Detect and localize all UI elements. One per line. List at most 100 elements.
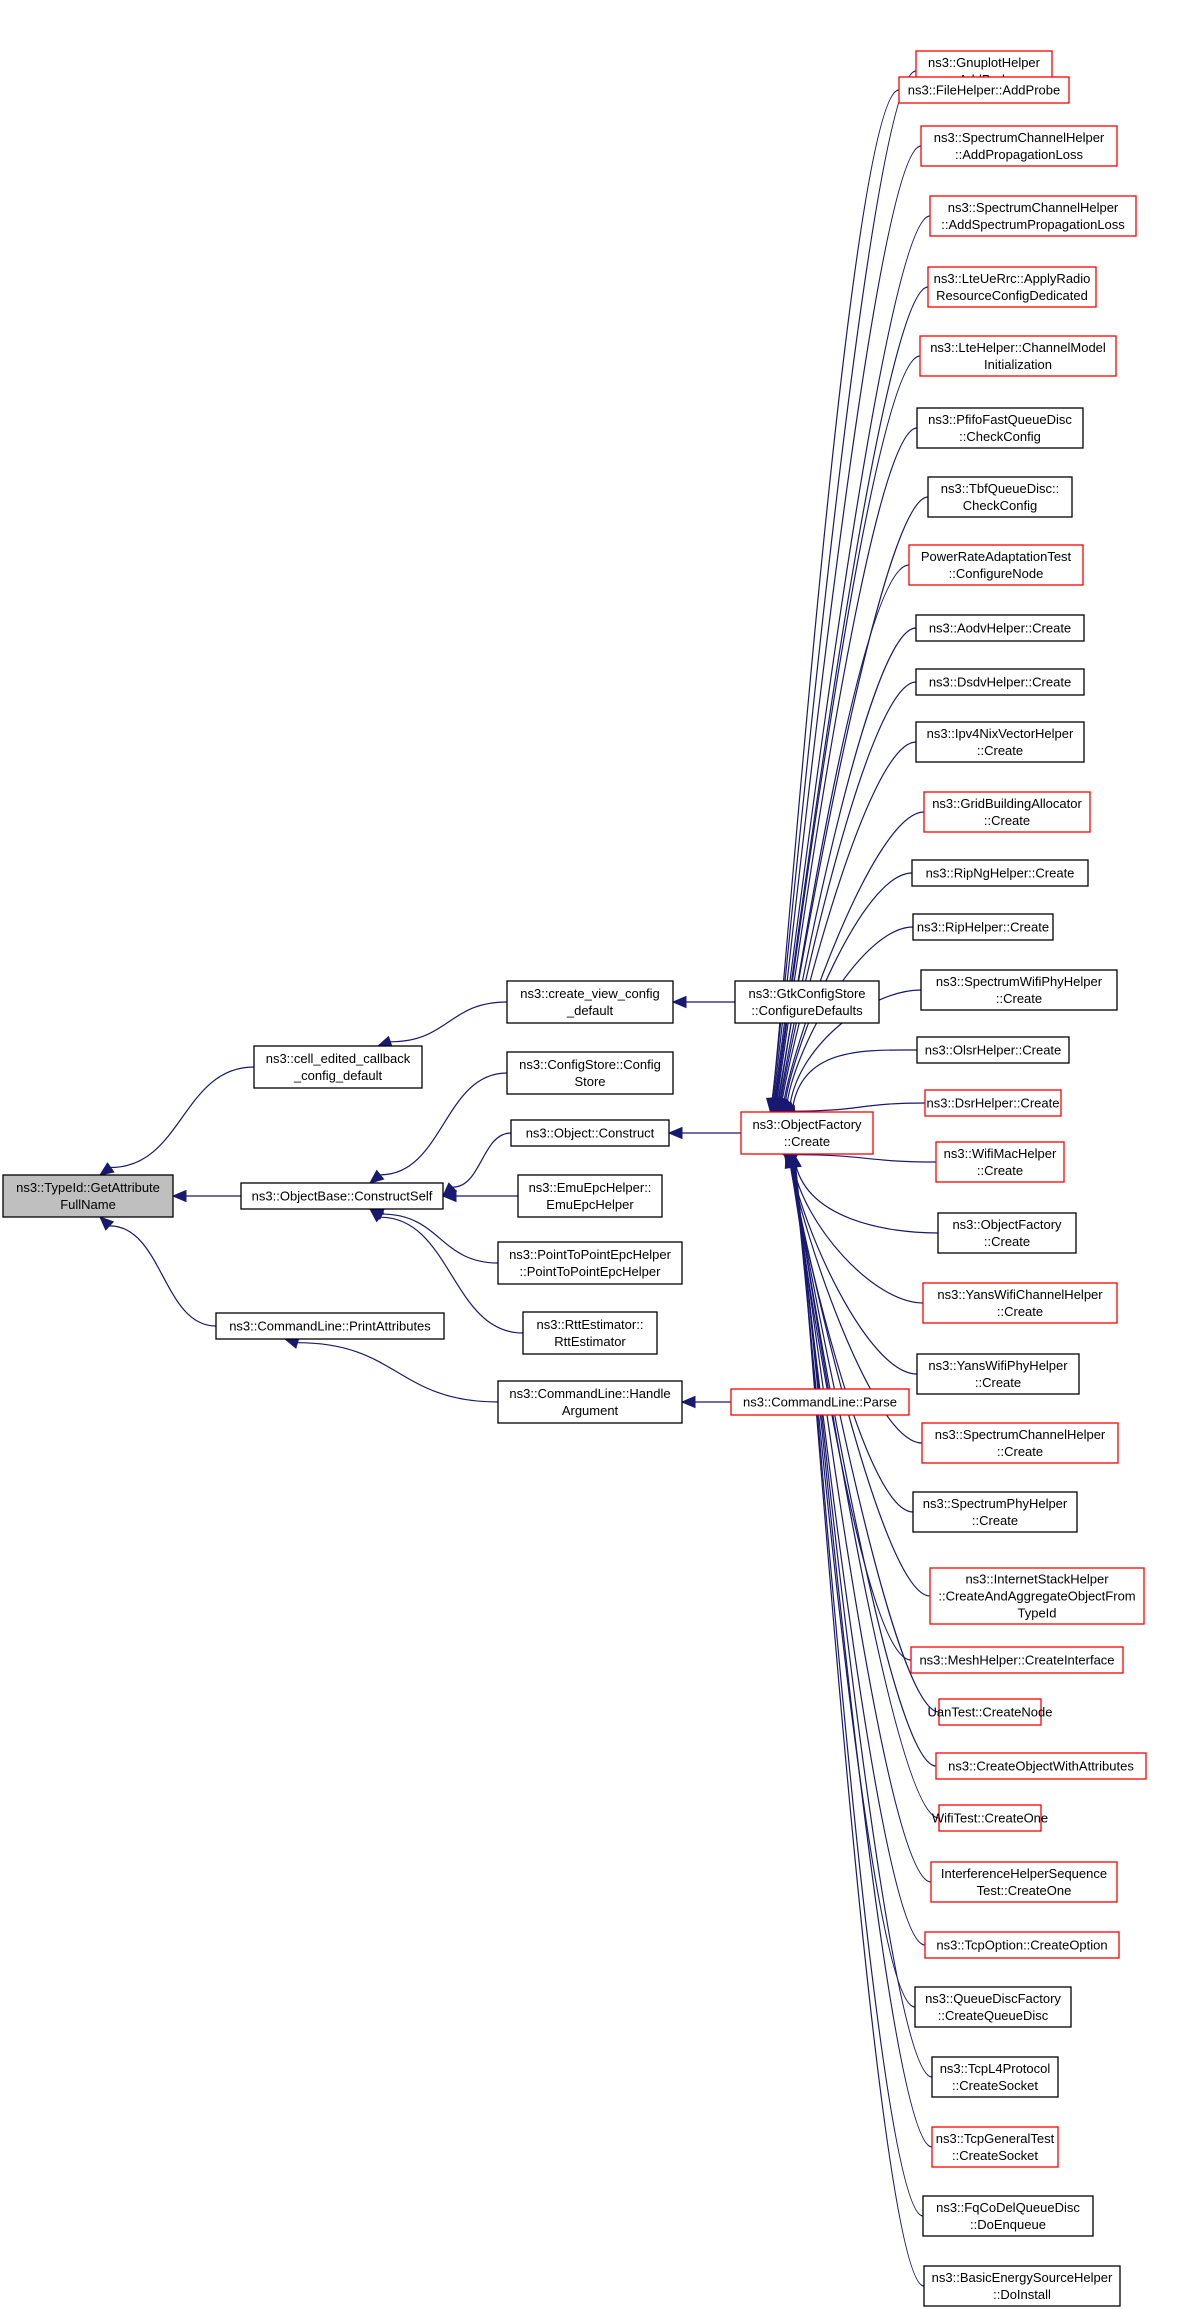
graph-node-c02[interactable]: ns3::FileHelper::AddProbe xyxy=(898,76,1070,104)
edge-obj_construct-to-construct_self xyxy=(442,1132,512,1197)
node-label-line: ns3::SpectrumChannelHelper xyxy=(948,200,1119,215)
node-label-line: ns3::SpectrumChannelHelper xyxy=(934,130,1105,145)
node-box xyxy=(916,1036,1070,1064)
graph-node-c14[interactable]: ns3::RipNgHelper::Create xyxy=(911,859,1089,887)
edge-c36-to-obj_factory xyxy=(789,1152,925,2287)
edge-line xyxy=(778,564,910,1100)
node-label-line: ::Create xyxy=(977,743,1023,758)
edge-line xyxy=(792,1166,916,2008)
graph-node-rtt_est[interactable]: ns3::RttEstimator::RttEstimator xyxy=(522,1311,658,1355)
edge-print_attrs-to-root xyxy=(99,1216,217,1327)
graph-node-c33[interactable]: ns3::TcpL4Protocol::CreateSocket xyxy=(931,2056,1059,2098)
node-label-line: ns3::CommandLine::Parse xyxy=(743,1395,897,1410)
graph-node-c08[interactable]: ns3::TbfQueueDisc::CheckConfig xyxy=(927,476,1073,518)
graph-node-c04[interactable]: ns3::SpectrumChannelHelper::AddSpectrumP… xyxy=(929,195,1137,237)
graph-node-p2p_epc[interactable]: ns3::PointToPointEpcHelper::PointToPoint… xyxy=(497,1241,683,1285)
node-label-line: ns3::Object::Construct xyxy=(526,1126,655,1141)
edge-arrowhead xyxy=(667,1126,683,1140)
graph-node-c27[interactable]: UanTest::CreateNode xyxy=(927,1698,1053,1726)
edge-create_view-to-cell_edited xyxy=(376,1001,508,1048)
node-label-line: ns3::RttEstimator:: xyxy=(537,1317,644,1332)
graph-node-emu_epc[interactable]: ns3::EmuEpcHelper::EmuEpcHelper xyxy=(517,1174,663,1218)
graph-node-c12[interactable]: ns3::Ipv4NixVectorHelper::Create xyxy=(915,721,1085,763)
graph-node-c19[interactable]: ns3::WifiMacHelper::Create xyxy=(935,1141,1065,1183)
graph-node-c09[interactable]: PowerRateAdaptationTest::ConfigureNode xyxy=(908,544,1084,586)
node-label-line: PowerRateAdaptationTest xyxy=(921,549,1072,564)
node-label-line: ns3::ObjectBase::ConstructSelf xyxy=(252,1189,433,1204)
graph-node-c29[interactable]: WifiTest::CreateOne xyxy=(932,1804,1048,1832)
node-box xyxy=(730,1388,910,1416)
edge-line xyxy=(784,872,913,1101)
graph-node-c17[interactable]: ns3::OlsrHelper::Create xyxy=(916,1036,1070,1064)
node-box xyxy=(914,1986,1072,2028)
node-label-line: ns3::ObjectFactory xyxy=(752,1117,862,1132)
graph-node-cell_edited[interactable]: ns3::cell_edited_callback_config_default xyxy=(253,1045,423,1089)
edge-emu_epc-to-construct_self xyxy=(441,1189,518,1203)
node-label-line: ns3::DsrHelper::Create xyxy=(927,1096,1060,1111)
node-box xyxy=(912,913,1054,941)
graph-node-c26[interactable]: ns3::MeshHelper::CreateInterface xyxy=(910,1646,1124,1674)
node-box xyxy=(935,1141,1065,1183)
graph-node-c30[interactable]: InterferenceHelperSequenceTest::CreateOn… xyxy=(930,1861,1118,1903)
node-label-line: ::Create xyxy=(977,1163,1023,1178)
node-label-line: Argument xyxy=(562,1403,619,1418)
graph-node-c23[interactable]: ns3::SpectrumChannelHelper::Create xyxy=(921,1422,1119,1464)
graph-node-c15[interactable]: ns3::RipHelper::Create xyxy=(912,913,1054,941)
graph-node-c22[interactable]: ns3::YansWifiPhyHelper::Create xyxy=(916,1353,1080,1395)
node-label-line: Initialization xyxy=(984,357,1052,372)
node-label-line: EmuEpcHelper xyxy=(546,1197,634,1212)
node-box xyxy=(937,1212,1077,1254)
node-label-line: ns3::FileHelper::AddProbe xyxy=(908,83,1060,98)
edge-line xyxy=(794,1166,925,2287)
graph-node-c24[interactable]: ns3::SpectrumPhyHelper::Create xyxy=(912,1491,1078,1533)
node-label-line: ns3::MeshHelper::CreateInterface xyxy=(919,1653,1114,1668)
graph-node-config_store[interactable]: ns3::ConfigStore::ConfigStore xyxy=(506,1051,674,1095)
graph-node-c25[interactable]: ns3::InternetStackHelper::CreateAndAggre… xyxy=(929,1567,1145,1625)
graph-node-c07[interactable]: ns3::PfifoFastQueueDisc::CheckConfig xyxy=(916,407,1084,449)
graph-node-print_attrs[interactable]: ns3::CommandLine::PrintAttributes xyxy=(215,1312,445,1340)
graph-node-c13[interactable]: ns3::GridBuildingAllocator::Create xyxy=(923,791,1091,833)
node-box xyxy=(935,1752,1147,1780)
graph-node-obj_construct[interactable]: ns3::Object::Construct xyxy=(510,1119,670,1147)
node-box xyxy=(927,476,1073,518)
node-label-line: ns3::TcpOption::CreateOption xyxy=(936,1938,1107,1953)
edge-line xyxy=(781,741,917,1100)
edge-arrowhead xyxy=(369,1208,385,1223)
graph-node-c21[interactable]: ns3::YansWifiChannelHelper::Create xyxy=(922,1282,1118,1324)
node-label-line: ::CreateQueueDisc xyxy=(938,2008,1049,2023)
graph-node-c05[interactable]: ns3::LteUeRrc::ApplyRadioResourceConfigD… xyxy=(927,266,1097,308)
node-label-line: ns3::PfifoFastQueueDisc xyxy=(928,412,1072,427)
edge-line xyxy=(779,627,917,1100)
graph-node-c03[interactable]: ns3::SpectrumChannelHelper::AddPropagati… xyxy=(920,125,1118,167)
graph-node-obj_factory[interactable]: ns3::ObjectFactory::Create xyxy=(740,1111,874,1155)
graph-node-cl_parse[interactable]: ns3::CommandLine::Parse xyxy=(730,1388,910,1416)
graph-node-c11[interactable]: ns3::DsdvHelper::Create xyxy=(915,668,1085,696)
node-label-line: ns3::QueueDiscFactory xyxy=(925,1991,1061,2006)
graph-node-c32[interactable]: ns3::QueueDiscFactory::CreateQueueDisc xyxy=(914,1986,1072,2028)
graph-node-c28[interactable]: ns3::CreateObjectWithAttributes xyxy=(935,1752,1147,1780)
graph-node-c20[interactable]: ns3::ObjectFactory::Create xyxy=(937,1212,1077,1254)
edges-layer xyxy=(98,70,940,2287)
graph-node-c18[interactable]: ns3::DsrHelper::Create xyxy=(924,1089,1062,1117)
graph-node-construct_self[interactable]: ns3::ObjectBase::ConstructSelf xyxy=(240,1182,444,1210)
node-box xyxy=(908,544,1084,586)
node-box xyxy=(923,2265,1121,2307)
graph-node-c31[interactable]: ns3::TcpOption::CreateOption xyxy=(924,1931,1120,1959)
graph-node-gtk_config[interactable]: ns3::GtkConfigStore::ConfigureDefaults xyxy=(734,980,880,1024)
node-label-line: ns3::Ipv4NixVectorHelper xyxy=(927,726,1074,741)
edge-line xyxy=(783,811,925,1101)
graph-node-c36[interactable]: ns3::BasicEnergySourceHelper::DoInstall xyxy=(923,2265,1121,2307)
graph-node-c35[interactable]: ns3::FqCoDelQueueDisc::DoEnqueue xyxy=(922,2195,1094,2237)
node-label-line: ns3::TcpL4Protocol xyxy=(940,2061,1051,2076)
graph-node-c16[interactable]: ns3::SpectrumWifiPhyHelper::Create xyxy=(920,969,1118,1011)
graph-node-c06[interactable]: ns3::LteHelper::ChannelModelInitializati… xyxy=(919,335,1117,377)
node-box xyxy=(920,969,1118,1011)
node-label-line: CheckConfig xyxy=(963,498,1037,513)
node-label-line: ns3::ConfigStore::Config xyxy=(519,1057,661,1072)
graph-node-c10[interactable]: ns3::AodvHelper::Create xyxy=(915,614,1085,642)
graph-node-create_view[interactable]: ns3::create_view_config_default xyxy=(506,980,674,1024)
node-label-line: WifiTest::CreateOne xyxy=(932,1811,1048,1826)
graph-node-c34[interactable]: ns3::TcpGeneralTest::CreateSocket xyxy=(931,2126,1059,2168)
